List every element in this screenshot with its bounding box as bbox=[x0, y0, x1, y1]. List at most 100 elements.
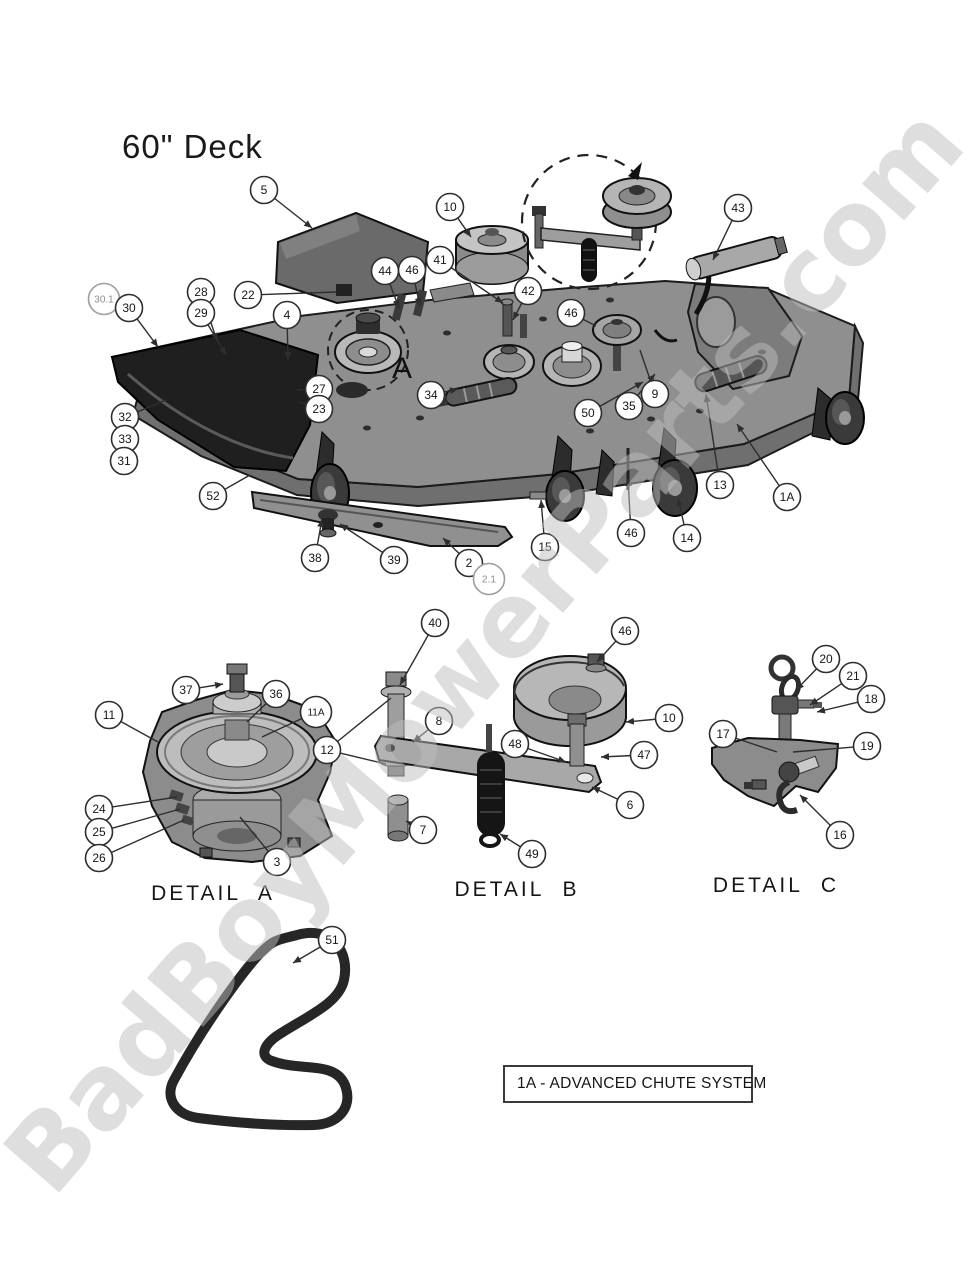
spring-49 bbox=[477, 752, 505, 836]
callout-leader-34 bbox=[444, 387, 459, 395]
callout-circle-10 bbox=[654, 703, 684, 733]
callout-circle-21 bbox=[838, 661, 868, 691]
callout-number-50: 50 bbox=[581, 406, 595, 420]
callout-leader-16 bbox=[799, 794, 831, 826]
callout-circle-9 bbox=[640, 379, 670, 409]
callout-leader-39 bbox=[339, 523, 384, 554]
callout-leader-6 bbox=[591, 786, 619, 800]
callout-number-42: 42 bbox=[521, 284, 535, 298]
callout-number-23: 23 bbox=[312, 402, 326, 416]
rotation-arrow-top bbox=[628, 162, 642, 180]
callout-number-6: 6 bbox=[627, 798, 634, 812]
callout-number-35: 35 bbox=[622, 399, 636, 413]
callout-circle-50 bbox=[573, 398, 603, 428]
callout-number-25: 25 bbox=[92, 825, 106, 839]
callout-number-52: 52 bbox=[206, 489, 220, 503]
callout-circle-42 bbox=[513, 276, 543, 306]
callout-leader-11A bbox=[261, 717, 303, 738]
callout-circle-41 bbox=[425, 245, 455, 275]
callout-leader-10 bbox=[625, 717, 656, 725]
chute-tube bbox=[685, 236, 788, 281]
callout-circle-14 bbox=[672, 523, 702, 553]
chute-hook bbox=[653, 329, 678, 343]
detail-c-drawing bbox=[711, 654, 840, 815]
callout-leader-44 bbox=[389, 283, 400, 309]
callout-circle-35 bbox=[614, 391, 644, 421]
callout-circle-46 bbox=[616, 518, 646, 548]
callout-leader-10 bbox=[457, 217, 472, 238]
detail-b-label: DETAIL B bbox=[454, 878, 580, 901]
callout-leader-51 bbox=[292, 946, 321, 964]
stud-47 bbox=[569, 723, 585, 767]
callout-circle-1A bbox=[772, 482, 802, 512]
spindle-bolt bbox=[229, 671, 245, 693]
hanger-bracket bbox=[711, 736, 840, 808]
callout-leader-12 bbox=[337, 697, 392, 743]
callout-number-43: 43 bbox=[731, 201, 745, 215]
belt-51 bbox=[165, 928, 353, 1131]
callout-leader-46 bbox=[414, 283, 422, 307]
callout-number-17: 17 bbox=[716, 727, 730, 741]
callout-leader-24 bbox=[112, 796, 178, 808]
callout-circle-43 bbox=[723, 193, 753, 223]
callout-leader-4 bbox=[284, 328, 292, 361]
callout-leader-11 bbox=[120, 720, 159, 743]
callout-number-5: 5 bbox=[261, 183, 268, 197]
callout-number-27: 27 bbox=[312, 382, 326, 396]
callout-number-34: 34 bbox=[424, 388, 438, 402]
callout-circle-40 bbox=[420, 608, 450, 638]
callout-circle-17 bbox=[708, 719, 738, 749]
callout-circle-19 bbox=[852, 731, 882, 761]
callout-circle-37 bbox=[171, 675, 201, 705]
callout-circle-46 bbox=[610, 616, 640, 646]
callout-number-4: 4 bbox=[284, 308, 291, 322]
callout-number-46: 46 bbox=[624, 526, 638, 540]
callout-leader-43 bbox=[712, 219, 733, 261]
callout-number-36: 36 bbox=[269, 687, 283, 701]
chute-lip bbox=[127, 372, 294, 460]
callout-leader-42 bbox=[512, 302, 523, 321]
callout-leader-48 bbox=[527, 747, 567, 763]
callout-circle-47 bbox=[629, 740, 659, 770]
callout-number-38: 38 bbox=[308, 551, 322, 565]
callout-leader-13 bbox=[703, 393, 719, 472]
callout-number-30.1: 30.1 bbox=[94, 295, 114, 306]
belt-cover-highlight bbox=[280, 215, 360, 259]
callout-number-33: 33 bbox=[118, 432, 132, 446]
spindle-left bbox=[334, 312, 402, 398]
callout-number-30: 30 bbox=[122, 301, 136, 315]
callout-leader-1A bbox=[736, 423, 780, 487]
swivel-hook bbox=[776, 779, 798, 815]
detail-a-drawing bbox=[141, 663, 338, 864]
advanced-chute-note-text: 1A - ADVANCED CHUTE SYSTEM bbox=[517, 1075, 767, 1092]
callout-circle-23 bbox=[304, 394, 334, 424]
callout-number-44: 44 bbox=[378, 264, 392, 278]
callout-leader-2 bbox=[442, 537, 460, 555]
callout-number-16: 16 bbox=[833, 828, 847, 842]
callout-leader-20 bbox=[795, 668, 818, 691]
callout-circle-30 bbox=[114, 293, 144, 323]
callout-leader-26 bbox=[111, 819, 185, 854]
callout-leader-32 bbox=[137, 399, 167, 413]
spindle-middle bbox=[483, 344, 535, 380]
roller-13 bbox=[694, 355, 768, 393]
callout-leader-22 bbox=[261, 291, 337, 296]
callout-leader-49 bbox=[499, 833, 521, 848]
callout-number-41: 41 bbox=[433, 253, 447, 267]
cover-grommet bbox=[336, 284, 352, 296]
callout-number-51: 51 bbox=[325, 933, 339, 947]
callout-number-32: 32 bbox=[118, 410, 132, 424]
callout-leader-5 bbox=[274, 197, 313, 229]
callout-number-13: 13 bbox=[713, 478, 727, 492]
callout-number-1A: 1A bbox=[780, 490, 795, 504]
callout-circle-20 bbox=[811, 644, 841, 674]
callout-leader-30 bbox=[136, 318, 159, 348]
chain-link-top bbox=[768, 654, 796, 682]
deck-discharge-chute bbox=[110, 328, 320, 473]
callout-circle-51 bbox=[317, 925, 347, 955]
callout-number-2: 2 bbox=[466, 556, 473, 570]
callout-number-31: 31 bbox=[117, 454, 131, 468]
callout-number-29: 29 bbox=[194, 306, 208, 320]
callout-number-19: 19 bbox=[860, 739, 874, 753]
callout-leader-36 bbox=[246, 702, 267, 723]
